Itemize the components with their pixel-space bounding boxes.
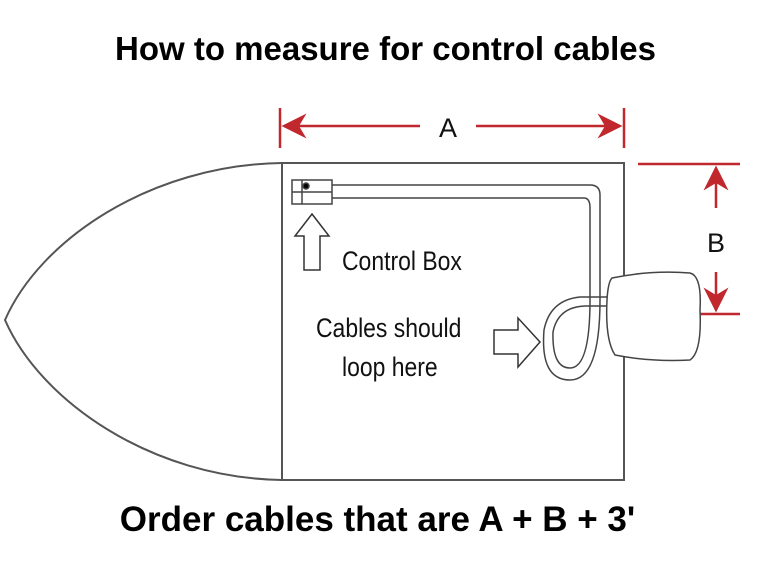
outboard-motor	[605, 271, 702, 362]
loop-label-line2: loop here	[342, 352, 438, 382]
loop-label-line1: Cables should	[316, 313, 461, 343]
up-arrow-icon	[293, 212, 331, 271]
dimension-b	[638, 162, 740, 316]
control-cables	[332, 184, 608, 381]
dimension-a	[278, 108, 626, 148]
control-box-label: Control Box	[342, 246, 462, 276]
diagram-title: How to measure for control cables	[115, 30, 656, 67]
dimension-a-label: A	[439, 113, 457, 143]
control-box-icon	[291, 179, 333, 205]
dimension-b-label: B	[707, 228, 725, 258]
right-arrow-icon	[493, 316, 542, 369]
order-instructions: Order cables that are A + B + 3'	[119, 500, 636, 539]
boat-bow	[3, 162, 283, 481]
